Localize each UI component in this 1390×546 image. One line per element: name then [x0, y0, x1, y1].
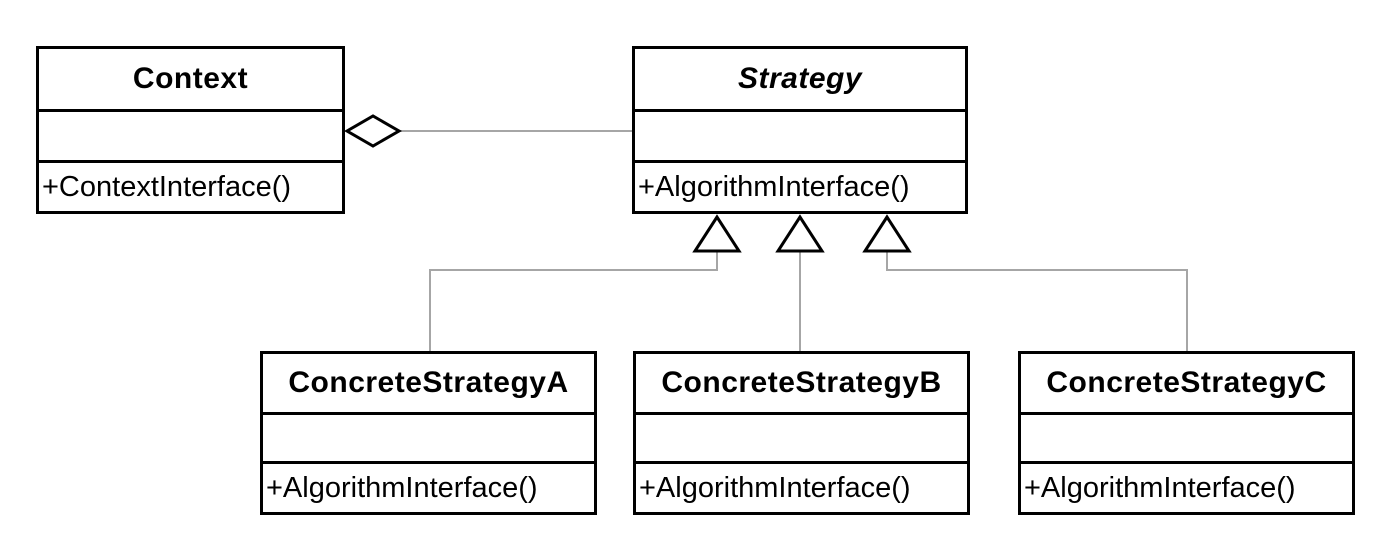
- context-attributes-compartment: [39, 109, 342, 163]
- class-box-concrete-strategy-a: ConcreteStrategyA +AlgorithmInterface(): [260, 351, 597, 515]
- concrete-strategy-b-methods-compartment: +AlgorithmInterface(): [639, 471, 911, 504]
- inheritance-line-a: [429, 252, 718, 351]
- concrete-strategy-a-class-name: ConcreteStrategyA: [288, 366, 569, 399]
- strategy-attributes-compartment: [635, 109, 965, 163]
- concrete-strategy-a-methods-compartment: +AlgorithmInterface(): [266, 471, 538, 504]
- strategy-methods-compartment: +AlgorithmInterface(): [638, 170, 910, 203]
- inheritance-triangle-icon-a: [692, 214, 742, 253]
- concrete-strategy-c-methods-compartment: +AlgorithmInterface(): [1024, 471, 1296, 504]
- strategy-class-name: Strategy: [737, 62, 863, 95]
- class-box-strategy: Strategy +AlgorithmInterface(): [632, 46, 968, 214]
- context-methods-compartment: +ContextInterface(): [42, 170, 292, 203]
- inheritance-line-c: [886, 252, 1188, 351]
- concrete-strategy-b-attributes-compartment: [636, 412, 967, 464]
- class-box-concrete-strategy-b: ConcreteStrategyB +AlgorithmInterface(): [633, 351, 970, 515]
- inheritance-triangle-icon-c: [862, 214, 912, 253]
- inheritance-triangle-icon-b: [775, 214, 825, 253]
- class-box-concrete-strategy-c: ConcreteStrategyC +AlgorithmInterface(): [1018, 351, 1355, 515]
- concrete-strategy-c-attributes-compartment: [1021, 412, 1352, 464]
- aggregation-diamond-icon: [343, 114, 403, 148]
- concrete-strategy-c-class-name: ConcreteStrategyC: [1046, 366, 1327, 399]
- class-box-context: Context +ContextInterface(): [36, 46, 345, 214]
- concrete-strategy-b-class-name: ConcreteStrategyB: [661, 366, 942, 399]
- concrete-strategy-a-attributes-compartment: [263, 412, 594, 464]
- context-class-name: Context: [132, 62, 249, 95]
